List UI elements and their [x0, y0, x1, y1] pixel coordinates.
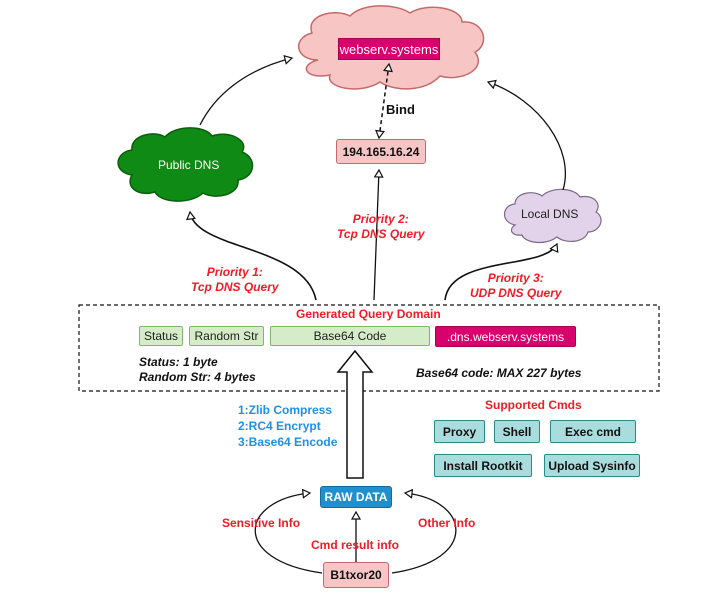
base64-note: Base64 code: MAX 227 bytes: [416, 366, 582, 380]
status-note: Status: 1 byte: [139, 355, 218, 369]
arrow-priority-3: [444, 244, 557, 301]
webserv-label: webserv.systems: [338, 38, 440, 60]
arrow-priority-1: [190, 212, 317, 301]
cmd-exec: Exec cmd: [550, 420, 636, 443]
segment-status: Status: [139, 326, 183, 346]
random-str-note: Random Str: 4 bytes: [139, 370, 256, 384]
local-dns-label: Local DNS: [521, 207, 579, 221]
public-dns-label: Public DNS: [158, 158, 220, 172]
cmd-result-info-label: Cmd result info: [311, 538, 400, 552]
segment-random-str: Random Str: [189, 326, 264, 346]
query-domain-frame: [78, 304, 660, 392]
arrow-other-info: [391, 493, 457, 574]
arrow-priority-2: [373, 170, 379, 301]
cmd-proxy: Proxy: [434, 420, 485, 443]
ip-address-box: 194.165.16.24: [336, 139, 426, 164]
other-info-label: Other Info: [418, 516, 476, 530]
priority-1-label: Priority 1:Tcp DNS Query: [191, 265, 279, 294]
arrow-public-to-webserv: [199, 58, 292, 126]
raw-data-box: RAW DATA: [320, 486, 392, 508]
segment-domain-suffix: .dns.webserv.systems: [435, 326, 576, 347]
arrow-sensitive-info: [254, 493, 323, 574]
hollow-arrow: [336, 349, 374, 479]
cmd-upload-sysinfo: Upload Sysinfo: [544, 454, 640, 477]
malware-box: B1txor20: [323, 562, 389, 588]
bind-arrow: [378, 64, 389, 139]
step-base64: 3:Base64 Encode: [238, 435, 338, 449]
priority-2-label: Priority 2:Tcp DNS Query: [337, 212, 425, 241]
step-zlib: 1:Zlib Compress: [238, 403, 333, 417]
cmd-shell: Shell: [494, 420, 540, 443]
public-dns-cloud: [117, 127, 254, 202]
bind-label: Bind: [386, 102, 415, 117]
local-dns-cloud: [503, 188, 602, 244]
segment-base64-code: Base64 Code: [270, 326, 430, 346]
cmd-install-rootkit: Install Rootkit: [434, 454, 532, 477]
priority-3-label: Priority 3:UDP DNS Query: [470, 271, 562, 300]
sensitive-info-label: Sensitive Info: [222, 516, 301, 530]
query-domain-title: Generated Query Domain: [296, 307, 441, 321]
arrow-local-to-webserv: [488, 82, 566, 191]
encoding-steps: 1:Zlib Compress 2:RC4 Encrypt 3:Base64 E…: [238, 402, 337, 450]
step-rc4: 2:RC4 Encrypt: [238, 419, 321, 433]
supported-cmds-title: Supported Cmds: [485, 398, 582, 412]
